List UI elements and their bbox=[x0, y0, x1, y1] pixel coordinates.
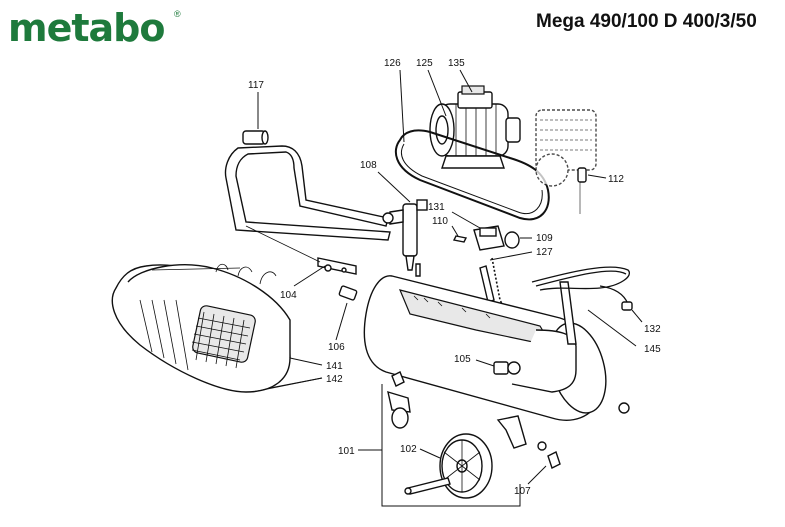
callout-141: 141 bbox=[326, 361, 343, 372]
part-108-pressure-switch bbox=[377, 171, 428, 271]
part-132-power-cable bbox=[531, 266, 643, 347]
callout-132: 132 bbox=[644, 324, 661, 335]
part-110-cable-clip bbox=[451, 225, 468, 243]
callout-108: 108 bbox=[360, 160, 377, 171]
callout-109: 109 bbox=[536, 233, 553, 244]
fitting-right bbox=[618, 402, 630, 414]
callout-125: 125 bbox=[416, 58, 433, 69]
part-106-fitting bbox=[335, 285, 358, 341]
part-117-plug bbox=[242, 92, 269, 145]
callout-135: 135 bbox=[448, 58, 465, 69]
callout-104: 104 bbox=[280, 290, 297, 301]
brand-logo: metabo bbox=[8, 6, 165, 50]
callout-117: 117 bbox=[248, 80, 264, 91]
part-141-belt-guard bbox=[111, 263, 323, 393]
callout-126: 126 bbox=[384, 58, 401, 69]
callout-131: 131 bbox=[428, 202, 445, 213]
part-107-drain-valve bbox=[527, 441, 561, 485]
registered-mark: ® bbox=[174, 9, 181, 19]
callout-145: 145 bbox=[644, 344, 661, 355]
callout-142: 142 bbox=[326, 374, 343, 385]
part-104-handle bbox=[224, 145, 391, 287]
pump-unit bbox=[535, 109, 597, 214]
part-131-switch-box bbox=[451, 211, 505, 251]
part-109-cap bbox=[504, 231, 532, 249]
page-title: Mega 490/100 D 400/3/50 bbox=[536, 11, 757, 32]
callout-112: 112 bbox=[608, 174, 624, 185]
part-101-castor bbox=[358, 384, 521, 507]
callout-102: 102 bbox=[400, 444, 417, 455]
part-102-wheel bbox=[404, 433, 493, 499]
air-tank bbox=[363, 263, 607, 449]
part-135-motor-top bbox=[399, 69, 473, 143]
callout-127: 127 bbox=[536, 247, 553, 258]
callout-106: 106 bbox=[328, 342, 345, 353]
callout-110: 110 bbox=[432, 216, 448, 227]
callout-105: 105 bbox=[454, 354, 471, 365]
part-112-nipple bbox=[577, 167, 607, 183]
part-125-motor bbox=[429, 85, 521, 169]
callout-107: 107 bbox=[514, 486, 531, 497]
callout-101: 101 bbox=[338, 446, 355, 457]
part-126-belt bbox=[394, 129, 550, 221]
part-105-valve bbox=[475, 359, 521, 375]
